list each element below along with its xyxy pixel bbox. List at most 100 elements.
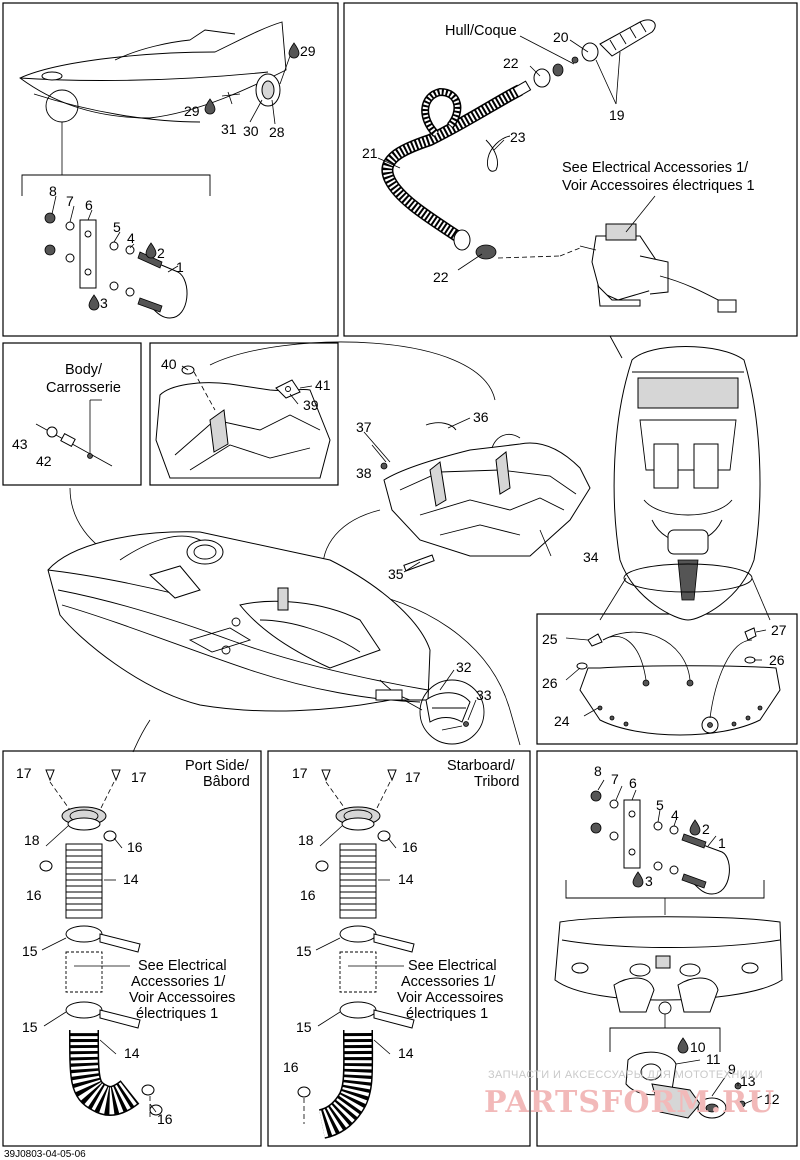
callout-4: 4 bbox=[671, 807, 679, 823]
callout-30: 30 bbox=[243, 123, 259, 139]
callout-31: 31 bbox=[221, 121, 237, 137]
callout-7: 7 bbox=[611, 771, 619, 787]
callout-5: 5 bbox=[656, 797, 664, 813]
panel-cover-detail bbox=[536, 613, 798, 745]
callout-27: 27 bbox=[771, 622, 787, 638]
sealant-drop-icon bbox=[288, 42, 300, 59]
callout-17: 17 bbox=[405, 769, 421, 785]
callout-23: 23 bbox=[510, 129, 526, 145]
callout-14: 14 bbox=[124, 1045, 140, 1061]
electrical-note-line2: Voir Accessoires électriques 1 bbox=[562, 178, 755, 194]
callout-2: 2 bbox=[157, 245, 165, 261]
callout-14: 14 bbox=[398, 871, 414, 887]
callout-24: 24 bbox=[554, 713, 570, 729]
callout-41: 41 bbox=[315, 377, 331, 393]
callout-39: 39 bbox=[303, 397, 319, 413]
callout-15: 15 bbox=[296, 943, 312, 959]
starboard-vent-note-line3: Voir Accessoires bbox=[397, 990, 503, 1006]
panel-body-detail bbox=[2, 342, 142, 486]
sealant-drop-icon bbox=[145, 242, 157, 259]
callout-34: 34 bbox=[583, 549, 599, 565]
callout-16: 16 bbox=[402, 839, 418, 855]
body-fastener bbox=[35, 400, 113, 467]
stern-eye-assembly bbox=[565, 790, 765, 915]
callout-17: 17 bbox=[292, 765, 308, 781]
hull-topview bbox=[599, 335, 771, 621]
callout-13: 13 bbox=[740, 1073, 756, 1089]
callout-15: 15 bbox=[22, 1019, 38, 1035]
callout-4: 4 bbox=[127, 230, 135, 246]
callout-1: 1 bbox=[718, 835, 726, 851]
drain-plug-assembly bbox=[625, 1051, 746, 1119]
starboard-vent-drawing bbox=[297, 769, 415, 1139]
starboard-vent-note-line1: See Electrical bbox=[408, 958, 497, 974]
panel-bilge-pump bbox=[343, 2, 798, 337]
leader-cooler bbox=[209, 341, 496, 401]
callout-38: 38 bbox=[356, 465, 372, 481]
port-vent-note-line4: électriques 1 bbox=[136, 1006, 218, 1022]
bow-eye-assembly bbox=[44, 212, 188, 319]
port-vent-note-line2: Accessories 1/ bbox=[131, 974, 226, 990]
bilge-hose-assembly bbox=[381, 19, 656, 260]
callout-15: 15 bbox=[22, 943, 38, 959]
callout-16: 16 bbox=[300, 887, 316, 903]
stern-drawing bbox=[554, 916, 783, 1052]
callout-43: 43 bbox=[12, 436, 28, 452]
sealant-drop-icon bbox=[689, 819, 701, 836]
callout-10: 10 bbox=[690, 1039, 706, 1055]
callout-8: 8 bbox=[49, 183, 57, 199]
panel-port-vent bbox=[2, 750, 262, 1147]
callout-15: 15 bbox=[296, 1019, 312, 1035]
callout-21: 21 bbox=[362, 145, 378, 161]
panel-starboard-vent bbox=[267, 750, 531, 1147]
starboard-vent-note-line4: électriques 1 bbox=[406, 1006, 488, 1022]
port-vent-note-line3: Voir Accessoires bbox=[129, 990, 235, 1006]
callout-26: 26 bbox=[542, 675, 558, 691]
callout-18: 18 bbox=[24, 832, 40, 848]
port-vent-note-line1: See Electrical bbox=[138, 958, 227, 974]
callout-7: 7 bbox=[66, 193, 74, 209]
body-label-line1: Body/ bbox=[65, 362, 103, 378]
hull-label: Hull/Coque bbox=[445, 23, 517, 39]
starboard-label-line1: Starboard/ bbox=[447, 758, 516, 774]
storage-tray bbox=[363, 422, 591, 572]
callout-29: 29 bbox=[300, 43, 316, 59]
callout-22: 22 bbox=[503, 55, 519, 71]
starboard-vent-note-line2: Accessories 1/ bbox=[401, 974, 496, 990]
callout-16: 16 bbox=[26, 887, 42, 903]
callout-28: 28 bbox=[269, 124, 285, 140]
callout-2: 2 bbox=[702, 821, 710, 837]
callout-35: 35 bbox=[388, 566, 404, 582]
callout-20: 20 bbox=[553, 29, 569, 45]
sealant-drop-icon bbox=[677, 1037, 689, 1054]
panel-cooler-detail bbox=[149, 342, 339, 486]
callout-37: 37 bbox=[356, 419, 372, 435]
sealant-drop-icon bbox=[632, 871, 644, 888]
callout-25: 25 bbox=[542, 631, 558, 647]
callout-16: 16 bbox=[283, 1059, 299, 1075]
bilge-pump-unit bbox=[579, 223, 737, 313]
cooler-tray-detail bbox=[155, 365, 331, 479]
leader-port bbox=[132, 719, 151, 753]
vent-cover-detail bbox=[403, 679, 485, 745]
panel-stern-eye bbox=[536, 750, 798, 1147]
watermark-logo: PARTSFORM.RU bbox=[484, 1085, 775, 1120]
port-side-label-line2: Bâbord bbox=[203, 774, 250, 790]
callout-19: 19 bbox=[609, 107, 625, 123]
diagram-reference-code: 39J0803-04-05-06 bbox=[4, 1149, 86, 1160]
callout-11: 11 bbox=[706, 1051, 721, 1067]
part-number-callouts: 29 29 31 30 28 8 7 6 5 4 2 1 3 20 22 19 … bbox=[12, 29, 787, 1127]
cover-detail bbox=[576, 627, 781, 736]
sealant-drop-icons bbox=[88, 42, 701, 1054]
callout-26: 26 bbox=[769, 652, 785, 668]
sealant-drop-icon bbox=[204, 98, 216, 115]
callout-14: 14 bbox=[398, 1045, 414, 1061]
callout-14: 14 bbox=[123, 871, 139, 887]
callout-42: 42 bbox=[36, 453, 52, 469]
callout-9: 9 bbox=[728, 1061, 736, 1077]
port-vent-drawing bbox=[39, 769, 163, 1120]
callout-22: 22 bbox=[433, 269, 449, 285]
callout-40: 40 bbox=[161, 356, 177, 372]
callout-17: 17 bbox=[131, 769, 147, 785]
